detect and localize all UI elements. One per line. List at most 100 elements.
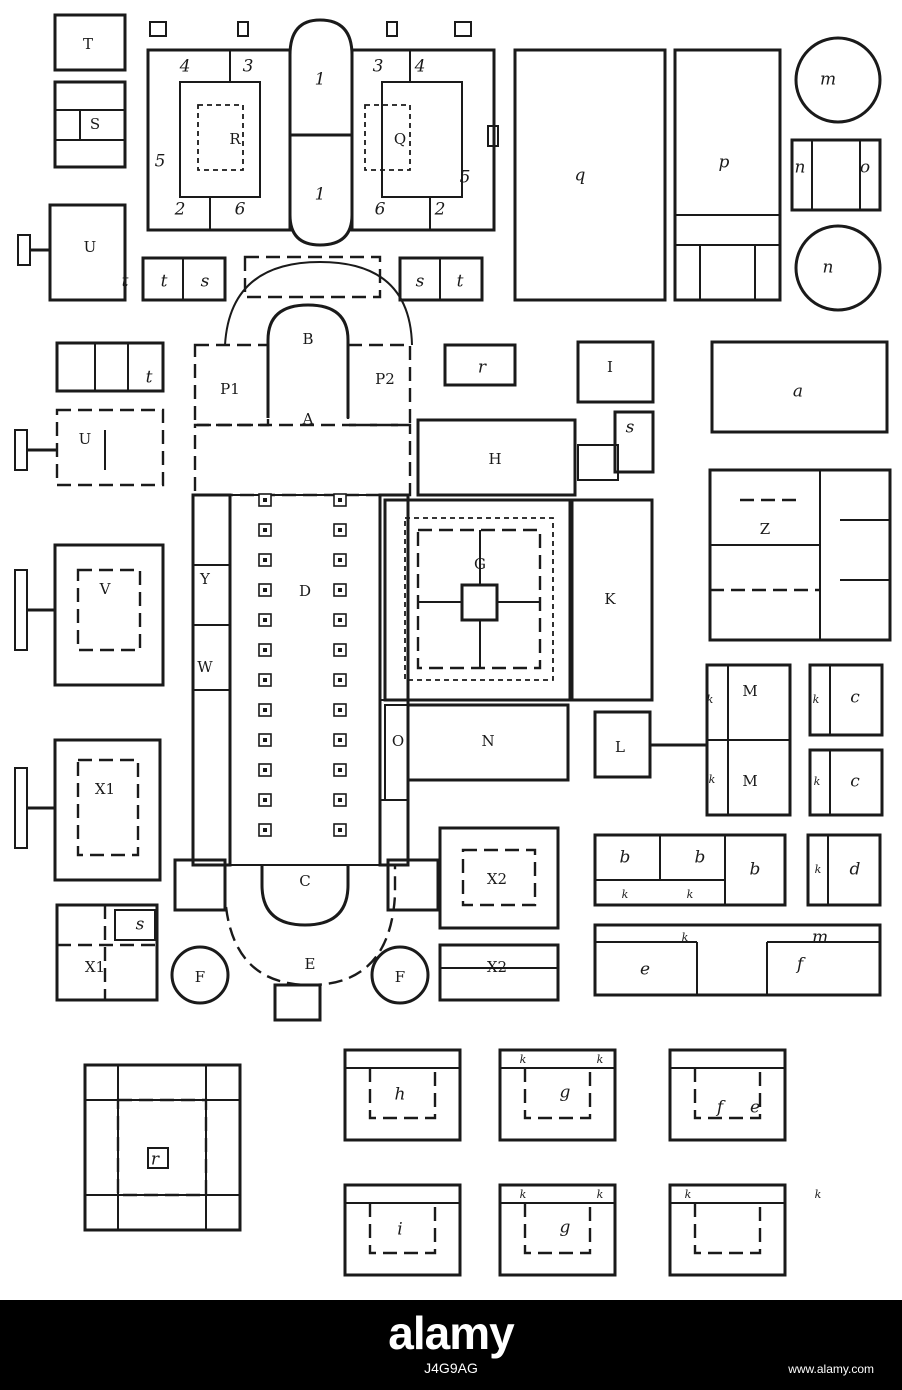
room-label: k [682, 931, 689, 944]
latrine-4 [386, 21, 398, 37]
room-label: s [626, 418, 635, 438]
room-label: Z [760, 520, 770, 538]
latrine-5 [487, 125, 499, 147]
stair-u-upper [17, 234, 31, 266]
fountain-g [460, 583, 499, 622]
pillar-core [338, 588, 342, 592]
room-label: g [560, 1218, 571, 1238]
outbuilding-5 [498, 1183, 617, 1277]
room-q [443, 343, 517, 387]
room-x1-inner [76, 758, 140, 857]
room-label: U [79, 430, 92, 448]
round-room-m-lower [794, 224, 882, 312]
room-label: k [597, 1053, 604, 1066]
room-label: k [815, 863, 822, 876]
room-p1 [193, 343, 270, 427]
outbuilding-court [693, 1068, 762, 1120]
oval-hall [288, 18, 354, 247]
room-label: T [83, 35, 93, 53]
room-label: k [707, 693, 714, 706]
room-label: 2 [434, 200, 446, 220]
tower-f-west [170, 945, 230, 1005]
outbuilding-court [693, 1203, 762, 1255]
room-label: P2 [375, 370, 395, 388]
room-label: b [695, 848, 706, 868]
room-i [576, 340, 655, 404]
room-label: k [687, 888, 694, 901]
room-label: p [719, 153, 730, 173]
room-label: 5 [460, 168, 471, 188]
pillar-core [338, 558, 342, 562]
latrine-2 [454, 21, 472, 37]
pillar-core [263, 738, 267, 742]
room-label: F [195, 968, 205, 986]
room-label: A [302, 410, 314, 428]
cloister-g-walk [404, 517, 554, 681]
pillar-core [338, 648, 342, 652]
room-label: S [90, 115, 100, 133]
pillar-core [338, 708, 342, 712]
aisle-west [191, 493, 232, 867]
room-a [710, 340, 889, 434]
room-label: R [229, 130, 241, 148]
pillar-core [263, 588, 267, 592]
outbuilding-court [368, 1068, 437, 1120]
room-label: i [397, 1220, 402, 1240]
room-c-upper [808, 663, 884, 737]
room-label: M [742, 682, 757, 700]
room-o-upper [673, 48, 782, 302]
pillar-core [263, 678, 267, 682]
room-label: c [850, 688, 860, 708]
room-label: t [161, 272, 168, 292]
room-label: K [604, 590, 616, 608]
pillar-core [338, 828, 342, 832]
stair-x1 [14, 767, 28, 849]
room-label: Y [199, 570, 211, 588]
room-r-annex [577, 444, 619, 481]
room-label: X1 [85, 958, 105, 976]
apse-arc-north [224, 260, 413, 346]
pillar-core [263, 558, 267, 562]
room-label: I [607, 358, 613, 376]
outbuilding-3 [668, 1048, 787, 1142]
room-x1 [53, 738, 162, 882]
stock-watermark-bar: alamy J4G9AG www.alamy.com [0, 1300, 902, 1390]
room-label: D [299, 582, 311, 600]
room-label: s [201, 272, 210, 292]
room-label: 2 [174, 200, 186, 220]
room-label: X2 [487, 958, 507, 976]
room-label: G [474, 555, 486, 573]
room-label: n [823, 258, 834, 278]
room-n [790, 138, 882, 212]
pillar-core [263, 528, 267, 532]
room-label: C [299, 872, 310, 890]
room-e-f [593, 923, 882, 997]
cloister-q-garth [364, 104, 411, 171]
tower-f-east [370, 945, 430, 1005]
room-label: t [457, 272, 464, 292]
room-s [53, 80, 127, 169]
room-label: k [709, 773, 716, 786]
room-t [53, 13, 127, 72]
room-label: O [392, 732, 404, 750]
nave [229, 494, 381, 866]
brand-logo: alamy [388, 1307, 514, 1359]
room-label: 4 [414, 57, 426, 77]
room-label: 1 [315, 70, 326, 90]
room-b-row [593, 833, 787, 907]
room-label: m [812, 928, 828, 948]
room-p2 [346, 343, 412, 427]
room-label: Q [394, 130, 406, 148]
apse-south-inner [260, 865, 350, 927]
outbuilding-court [523, 1068, 592, 1120]
room-label: t [146, 368, 153, 388]
tower-base-west [173, 858, 227, 912]
room-x2-lower [438, 943, 560, 1002]
room-p [513, 48, 667, 302]
outbuilding-6 [668, 1183, 787, 1277]
room-label: s [136, 915, 145, 935]
room-label: f [715, 1098, 726, 1118]
room-o [384, 704, 409, 801]
room-label: H [488, 450, 501, 468]
